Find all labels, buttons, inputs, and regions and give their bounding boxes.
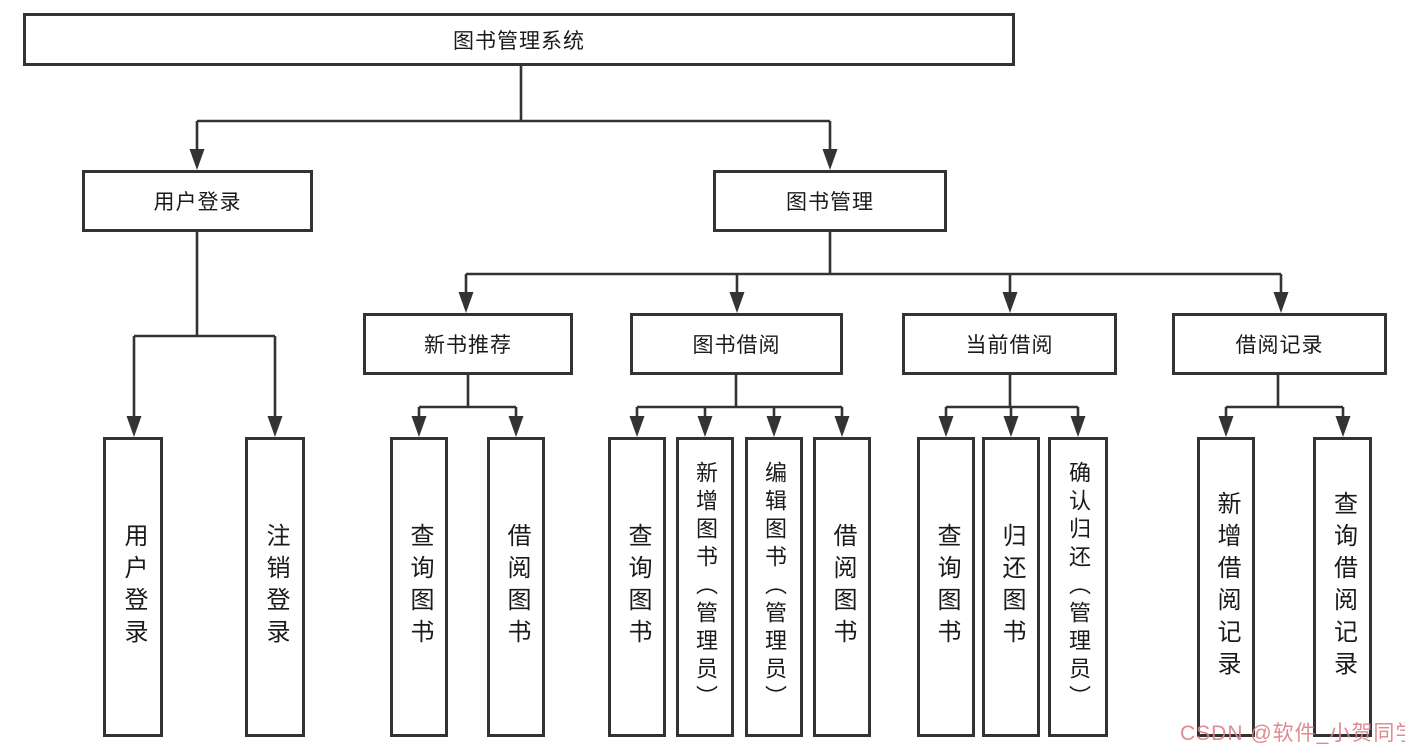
leaf-user-login: 用户登录 — [103, 437, 163, 737]
csdn-watermark: CSDN @软件_小贺同学 — [1180, 722, 1405, 745]
node-user-login-label: 用户登录 — [153, 191, 242, 214]
node-borrow-records: 借阅记录 — [1172, 313, 1387, 375]
leaf-user-login-label: 用户登录 — [120, 523, 147, 651]
arrowheads — [126, 149, 1351, 437]
leaf-confirm-return-admin: 确认归还（管理员） — [1048, 437, 1108, 737]
node-library-system-label: 图书管理系统 — [453, 29, 585, 53]
node-new-book-recommend: 新书推荐 — [363, 313, 573, 375]
node-user-login: 用户登录 — [82, 170, 313, 232]
leaf-query-books-borrow: 查询图书 — [608, 437, 666, 737]
leaf-add-book-admin: 新增图书（管理员） — [676, 437, 734, 737]
node-library-system: 图书管理系统 — [23, 13, 1015, 66]
leaf-return-book: 归还图书 — [982, 437, 1040, 737]
node-book-borrow: 图书借阅 — [630, 313, 843, 375]
leaf-borrow-books-recommend-label: 借阅图书 — [503, 523, 530, 651]
connector-book-borrow — [635, 375, 844, 423]
leaf-borrow-books-2-label: 借阅图书 — [829, 523, 856, 651]
leaf-query-books-current-label: 查询图书 — [933, 523, 960, 651]
leaf-query-books-recommend: 查询图书 — [390, 437, 448, 737]
node-book-borrow-label: 图书借阅 — [692, 334, 781, 357]
leaf-add-book-admin-label: 新增图书（管理员） — [693, 461, 718, 713]
connector-user-login — [132, 232, 277, 423]
leaf-add-borrow-record-label: 新增借阅记录 — [1213, 491, 1240, 683]
leaf-query-books-recommend-label: 查询图书 — [406, 523, 433, 651]
leaf-query-books-current: 查询图书 — [917, 437, 975, 737]
leaf-query-borrow-record-label: 查询借阅记录 — [1329, 491, 1357, 683]
node-borrow-records-label: 借阅记录 — [1235, 334, 1324, 357]
leaf-query-borrow-record: 查询借阅记录 — [1313, 437, 1372, 737]
connector-root — [195, 66, 832, 156]
connector-book-management — [464, 232, 1283, 299]
leaf-add-borrow-record: 新增借阅记录 — [1197, 437, 1255, 737]
leaf-logout-label: 注销登录 — [262, 523, 289, 651]
node-book-management-label: 图书管理 — [786, 191, 874, 214]
node-book-management: 图书管理 — [713, 170, 947, 232]
leaf-return-book-label: 归还图书 — [998, 523, 1025, 651]
connector-current-borrow — [944, 375, 1080, 423]
node-new-book-recommend-label: 新书推荐 — [424, 334, 512, 357]
leaf-confirm-return-admin-label: 确认归还（管理员） — [1066, 461, 1091, 713]
leaf-edit-book-admin: 编辑图书（管理员） — [745, 437, 803, 737]
leaf-logout: 注销登录 — [245, 437, 305, 737]
node-current-borrow: 当前借阅 — [902, 313, 1117, 375]
leaf-query-books-borrow-label: 查询图书 — [624, 523, 651, 651]
node-current-borrow-label: 当前借阅 — [965, 334, 1054, 357]
connector-new-book — [417, 375, 518, 423]
connector-borrow-records — [1224, 375, 1345, 423]
leaf-edit-book-admin-label: 编辑图书（管理员） — [762, 461, 787, 713]
leaf-borrow-books-recommend: 借阅图书 — [487, 437, 545, 737]
leaf-borrow-books-2: 借阅图书 — [813, 437, 871, 737]
